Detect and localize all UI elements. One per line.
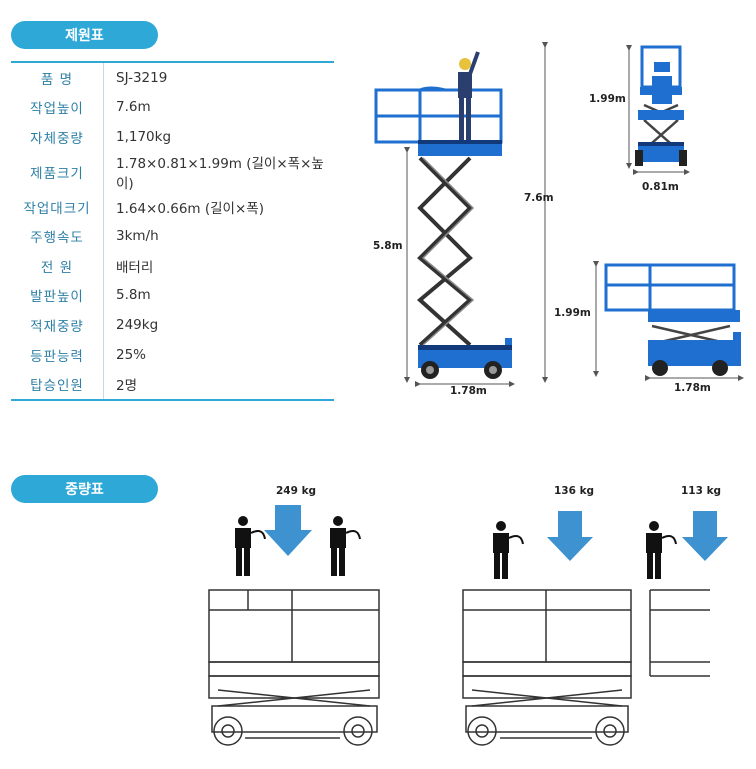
- spec-row: 탑승인원 2명: [11, 369, 334, 400]
- scissor-lift-stowed-view: [593, 261, 744, 381]
- spec-label: 작업높이: [11, 92, 104, 123]
- worker-figure: [458, 51, 480, 140]
- spec-row: 제품크기 1.78×0.81×1.99m (길이×폭×높이): [11, 151, 334, 192]
- dim-platform-height: 5.8m: [373, 240, 403, 252]
- scissor-lift-side-view: [374, 42, 548, 387]
- spec-label: 자체중량: [11, 122, 104, 152]
- worker-icon: [493, 521, 524, 579]
- load-arrow-icon: [682, 511, 728, 561]
- worker-icon: [646, 521, 677, 579]
- spec-row: 작업대크기 1.64×0.66m (길이×폭): [11, 191, 334, 222]
- weight-section-title: 중량표: [11, 475, 158, 503]
- dim-working-height: 7.6m: [524, 192, 554, 204]
- dim-stowed-height: 1.99m: [554, 307, 591, 319]
- spec-label: 작업대크기: [11, 191, 104, 222]
- spec-value: SJ-3219: [116, 69, 168, 86]
- dim-stowed-length: 1.78m: [674, 382, 711, 394]
- spec-value: 1,170kg: [116, 128, 172, 145]
- load-arrow-icon: [547, 511, 593, 561]
- spec-value: 25%: [116, 346, 147, 363]
- spec-label: 주행속도: [11, 221, 104, 251]
- spec-label: 등판능력: [11, 339, 104, 370]
- spec-row: 작업높이 7.6m: [11, 92, 334, 123]
- spec-label: 발판높이: [11, 280, 104, 311]
- weight-label-total: 249 kg: [276, 485, 317, 497]
- spec-label: 전 원: [11, 250, 104, 281]
- dim-side-length: 1.78m: [450, 385, 487, 397]
- spec-row: 자체중량 1,170kg: [11, 122, 334, 152]
- weight-label-extension: 113 kg: [681, 485, 722, 497]
- spec-row: 발판높이 5.8m: [11, 280, 334, 311]
- spec-row: 전 원 배터리: [11, 250, 334, 281]
- weight-label-main: 136 kg: [554, 485, 595, 497]
- spec-row: 등판능력 25%: [11, 339, 334, 370]
- spec-value: 5.8m: [116, 287, 151, 304]
- spec-label: 제품크기: [11, 151, 104, 192]
- spec-value: 배터리: [116, 259, 154, 276]
- worker-icon: [330, 516, 361, 576]
- spec-value: 1.78×0.81×1.99m (길이×폭×높이): [116, 155, 324, 192]
- spec-label: 적재중량: [11, 310, 104, 340]
- spec-label: 품 명: [11, 62, 104, 93]
- lift-outline-drawing: [649, 589, 710, 677]
- spec-row: 품 명 SJ-3219: [11, 62, 334, 93]
- lift-outline-drawing: [462, 589, 632, 746]
- spec-value: 2명: [116, 378, 138, 395]
- load-arrow-icon: [264, 505, 312, 556]
- dim-front-width: 0.81m: [642, 181, 679, 193]
- spec-value: 7.6m: [116, 99, 151, 116]
- dim-front-height: 1.99m: [589, 93, 626, 105]
- spec-row: 적재중량 249kg: [11, 310, 334, 340]
- scissor-lift-front-view: [626, 45, 690, 175]
- spec-value: 1.64×0.66m (길이×폭): [116, 200, 264, 217]
- spec-table: 품 명 SJ-3219 작업높이 7.6m 자체중량 1,170kg 제품크기 1.78×0.…: [11, 61, 334, 401]
- worker-icon: [235, 516, 266, 576]
- spec-section-title: 제원표: [11, 21, 158, 49]
- spec-value: 3km/h: [116, 228, 159, 245]
- spec-row: 주행속도 3km/h: [11, 221, 334, 251]
- spec-value: 249kg: [116, 316, 159, 333]
- lift-outline-drawing: [208, 589, 380, 746]
- spec-label: 탑승인원: [11, 369, 104, 400]
